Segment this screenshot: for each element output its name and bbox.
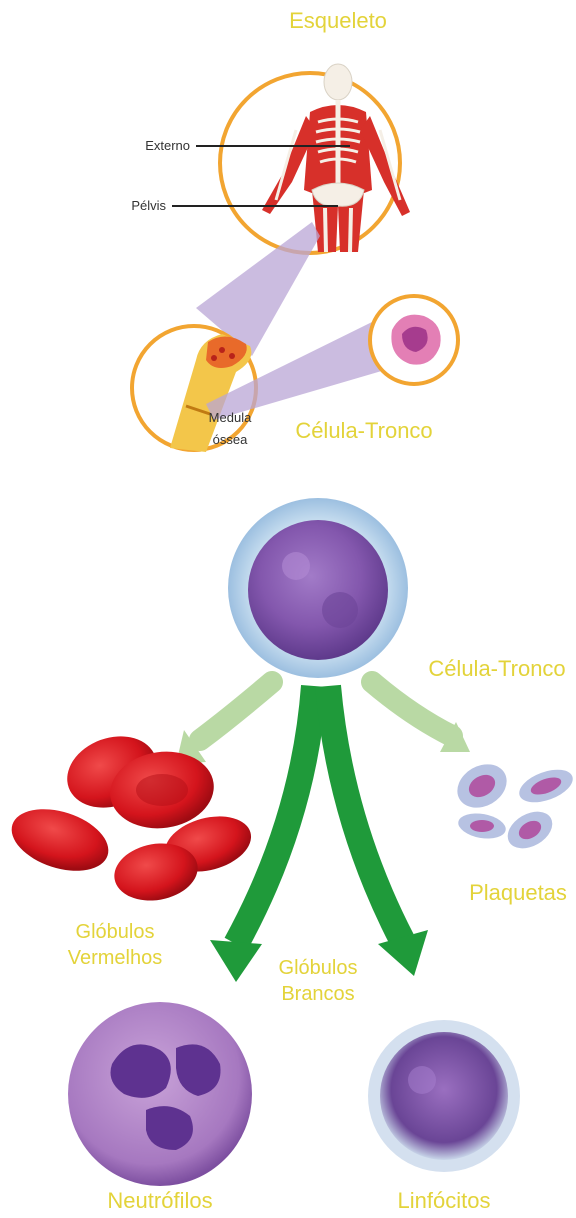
white-cells-label-line2: Brancos (268, 982, 368, 1006)
sternum-label: Externo (118, 138, 190, 153)
red-cells-label-line2: Vermelhos (50, 946, 180, 970)
white-cells-label-line1: Glóbulos (268, 956, 368, 980)
red-blood-cells-icon (4, 724, 257, 907)
arrow-to-platelets (372, 682, 452, 736)
arrow-to-neutrophils (236, 686, 314, 944)
pelvis-label: Pélvis (100, 198, 166, 213)
stem-cell-top-label: Célula-Tronco (292, 418, 436, 444)
red-cells-label-line1: Glóbulos (50, 920, 180, 944)
skeleton-label: Esqueleto (0, 8, 576, 34)
arrow-to-lymphocytes (328, 686, 402, 940)
lymphocyte-icon (368, 1020, 520, 1172)
neutrophils-label: Neutrófilos (90, 1188, 230, 1214)
stem-cell-icon (228, 498, 408, 678)
platelets-icon (449, 756, 576, 856)
platelets-label: Plaquetas (460, 880, 576, 906)
lymphocytes-label: Linfócitos (384, 1188, 504, 1214)
stem-cell-main-label: Célula-Tronco (424, 656, 570, 682)
marrow-label-line2: óssea (196, 432, 264, 447)
marrow-label-line1: Medula (196, 410, 264, 425)
stem-cell-circle (370, 296, 458, 384)
neutrophil-icon (68, 1002, 252, 1186)
skeleton-circle (172, 64, 410, 253)
arrow-to-red-cells (200, 682, 272, 740)
